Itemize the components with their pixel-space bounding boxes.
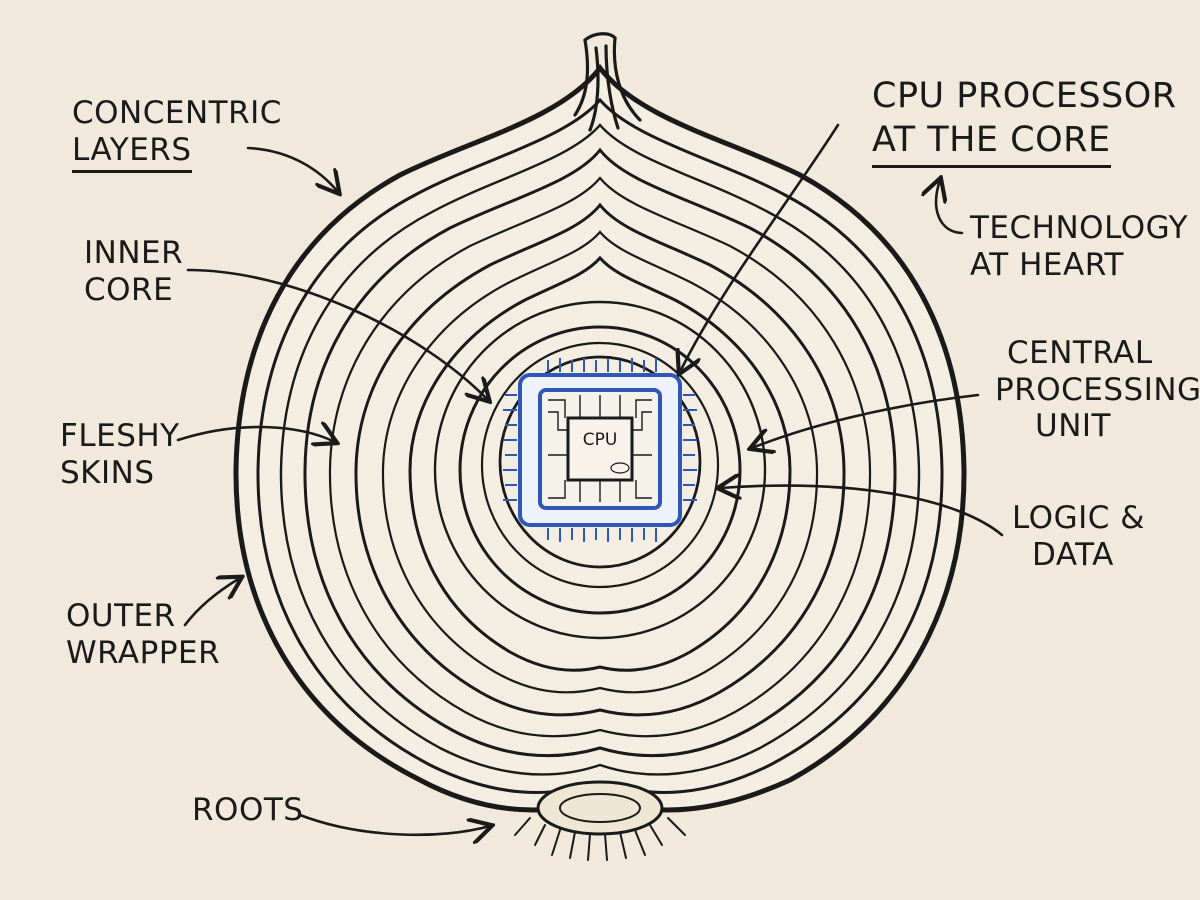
label-logic-line-1: LOGIC & — [1012, 500, 1145, 536]
cpu-chip-label: CPU — [582, 430, 618, 450]
onion-stem — [573, 32, 642, 132]
label-roots: ROOTS — [192, 792, 303, 829]
label-outer-line-1: OUTER — [66, 598, 176, 634]
label-outer-line-2: WRAPPER — [66, 634, 221, 671]
arrow-inner-core — [186, 268, 488, 400]
arrow-outer — [183, 578, 240, 627]
label-inner-core: INNER CORE — [84, 235, 183, 308]
label-concentric-line-1: CONCENTRIC — [72, 95, 282, 131]
label-fleshy-skins: FLESHY SKINS — [60, 418, 180, 491]
label-central-line-2: PROCESSING — [995, 371, 1200, 408]
arrow-fleshy — [176, 427, 335, 442]
label-inner-core-line-2: CORE — [84, 271, 174, 308]
label-cpu-processor: CPU PROCESSOR AT THE CORE — [872, 75, 1177, 168]
annotation-arrows — [176, 123, 1004, 835]
label-cpu-line-2: AT THE CORE — [872, 119, 1111, 168]
label-technology-at-heart: TECHNOLOGY AT HEART — [970, 210, 1188, 283]
label-technology-line-1: TECHNOLOGY — [970, 210, 1189, 246]
label-central-line-1: CENTRAL — [1007, 335, 1153, 371]
onion-roots — [514, 780, 686, 861]
cpu-chip — [503, 358, 697, 547]
label-logic-and-data: LOGIC & DATA — [1012, 500, 1145, 573]
arrow-central — [752, 393, 980, 448]
label-outer-wrapper: OUTER WRAPPER — [66, 598, 220, 671]
label-fleshy-line-1: FLESHY — [60, 418, 180, 454]
label-logic-line-2: DATA — [1032, 536, 1114, 573]
label-inner-core-line-1: INNER — [84, 235, 184, 271]
label-cpu-line-1: CPU PROCESSOR — [872, 76, 1177, 116]
arrow-technology — [936, 180, 964, 235]
arrow-concentric — [246, 146, 338, 192]
label-fleshy-line-2: SKINS — [60, 454, 155, 491]
label-central-line-3: UNIT — [1035, 408, 1111, 445]
label-concentric-line-2: LAYERS — [72, 132, 192, 174]
arrow-cpu — [680, 123, 840, 372]
label-concentric-layers: CONCENTRIC LAYERS — [72, 95, 282, 174]
arrow-roots — [298, 813, 490, 835]
label-roots-text: ROOTS — [192, 792, 304, 828]
label-central-processing-unit: CENTRAL PROCESSING UNIT — [995, 335, 1200, 445]
label-technology-line-2: AT HEART — [970, 246, 1124, 283]
arrow-logic — [720, 486, 1004, 537]
